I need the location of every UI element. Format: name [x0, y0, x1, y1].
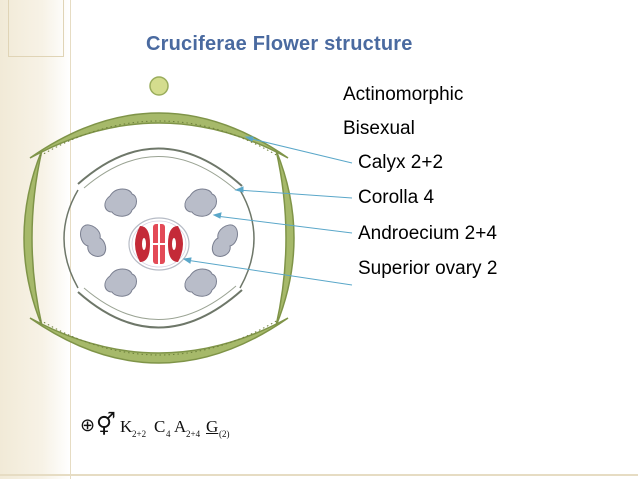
ovary [128, 217, 190, 271]
decorative-corner-box [8, 0, 64, 57]
floral-formula: ⊕ ⚥ K 2+2 C 4 A 2+4 G (2) [80, 412, 250, 442]
pointer-ovary [185, 259, 353, 286]
formula-corolla-sub: 4 [166, 429, 171, 439]
sepal-anterior [29, 317, 289, 364]
stamen-long-top-left [104, 188, 137, 217]
bisexual-symbol: ⚥ [96, 412, 116, 437]
formula-calyx-sub: 2+2 [132, 429, 147, 439]
formula-androecium-sub: 2+4 [186, 429, 201, 439]
pointer-calyx [247, 137, 353, 164]
label-bisexual: Bisexual [343, 118, 415, 139]
petal-top [77, 147, 243, 187]
label-actinomorphic: Actinomorphic [343, 84, 464, 105]
pointer-androecium [215, 215, 353, 234]
pointer-lines [182, 136, 353, 286]
pointer-corolla [237, 189, 353, 199]
stamen-long-top-right [184, 188, 217, 217]
formula-corolla-letter: C [154, 417, 166, 436]
stamen-short-left [80, 224, 107, 257]
label-superior-ovary: Superior ovary 2 [358, 258, 498, 279]
actinomorphic-symbol: ⊕ [80, 415, 96, 435]
sepal-lateral-right [275, 149, 295, 327]
formula-gynoecium-sub: (2) [219, 429, 230, 439]
petal-bottom-inner [83, 285, 237, 320]
stamen-long-bottom-right [184, 268, 217, 297]
decorative-left-panel [0, 0, 70, 479]
decorative-stripe [70, 0, 71, 479]
formula-androecium-letter: A [174, 417, 187, 436]
petal-right [239, 189, 255, 289]
sepal-posterior [29, 112, 289, 159]
slide-title: Cruciferae Flower structure [146, 33, 413, 55]
petal-bottom [77, 289, 243, 329]
label-calyx: Calyx 2+2 [358, 152, 444, 173]
stamens [80, 188, 238, 297]
mother-axis [149, 76, 169, 96]
decorative-bottom-rule [0, 474, 638, 476]
stamen-long-bottom-left [104, 268, 137, 297]
stamen-short-right [211, 224, 238, 257]
formula-gynoecium-letter: G [206, 417, 219, 436]
label-androecium: Androecium 2+4 [358, 223, 497, 244]
sepal-lateral-left [23, 149, 43, 327]
petal-top-inner [83, 156, 237, 191]
label-corolla: Corolla 4 [358, 187, 435, 208]
formula-calyx-letter: K [120, 417, 133, 436]
petal-left [63, 189, 79, 289]
